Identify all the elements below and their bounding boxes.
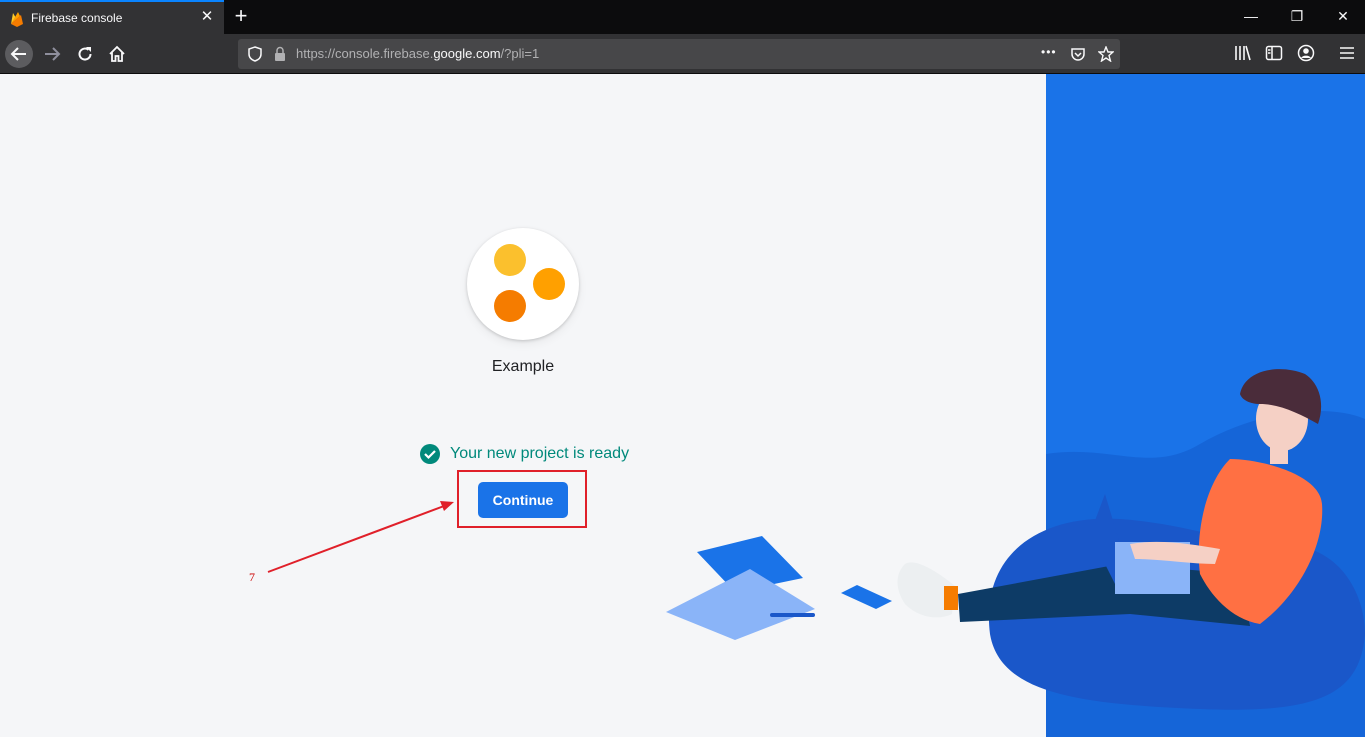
bookmark-star-icon[interactable] — [1098, 46, 1114, 62]
menu-icon[interactable] — [1338, 44, 1356, 62]
tab-title: Firebase console — [31, 11, 123, 25]
status-text: Your new project is ready — [450, 445, 630, 462]
restore-button[interactable]: ❐ — [1290, 8, 1304, 24]
project-avatar — [467, 228, 579, 340]
back-arrow-icon — [10, 47, 26, 61]
tab-close-icon[interactable]: ✕ — [200, 8, 214, 25]
lock-icon[interactable] — [274, 46, 286, 62]
forward-button[interactable] — [38, 40, 66, 68]
back-button[interactable] — [5, 40, 33, 68]
person-with-laptop-illustration — [666, 369, 1365, 737]
forward-arrow-icon — [45, 47, 61, 61]
project-name: Example — [491, 358, 555, 375]
account-icon[interactable] — [1297, 44, 1315, 62]
home-icon — [109, 45, 125, 62]
url-text[interactable]: https://console.firebase.google.com/?pli… — [296, 46, 540, 61]
shield-icon[interactable] — [248, 46, 262, 62]
avatar-dot-1 — [494, 244, 526, 276]
reload-button[interactable] — [71, 40, 99, 68]
annotation-arrow — [267, 501, 454, 573]
reload-icon — [78, 47, 92, 61]
annotation-highlight-box — [457, 470, 587, 528]
sidebar-icon[interactable] — [1265, 44, 1283, 62]
firebase-flame-icon — [11, 12, 23, 27]
tab-strip: Firebase console ✕ + — ❐ ✕ — [0, 0, 1365, 34]
tab-firebase-console[interactable]: Firebase console ✕ — [0, 0, 224, 34]
close-window-button[interactable]: ✕ — [1337, 8, 1349, 24]
page-content: Example Your new project is ready Contin… — [0, 74, 1365, 737]
address-bar[interactable]: https://console.firebase.google.com/?pli… — [238, 39, 1120, 69]
pocket-icon[interactable] — [1070, 46, 1086, 62]
home-button[interactable] — [103, 40, 131, 68]
page-actions-icon[interactable]: ••• — [1041, 45, 1057, 59]
navigation-toolbar: https://console.firebase.google.com/?pli… — [0, 34, 1365, 74]
minimize-button[interactable]: — — [1244, 8, 1258, 24]
avatar-dot-2 — [533, 268, 565, 300]
library-icon[interactable] — [1234, 44, 1252, 62]
avatar-dot-3 — [494, 290, 526, 322]
continue-button[interactable]: Continue — [478, 482, 568, 518]
new-tab-button[interactable]: + — [234, 3, 248, 28]
annotation-step-number: 7 — [249, 570, 255, 584]
check-circle-icon — [420, 444, 440, 464]
